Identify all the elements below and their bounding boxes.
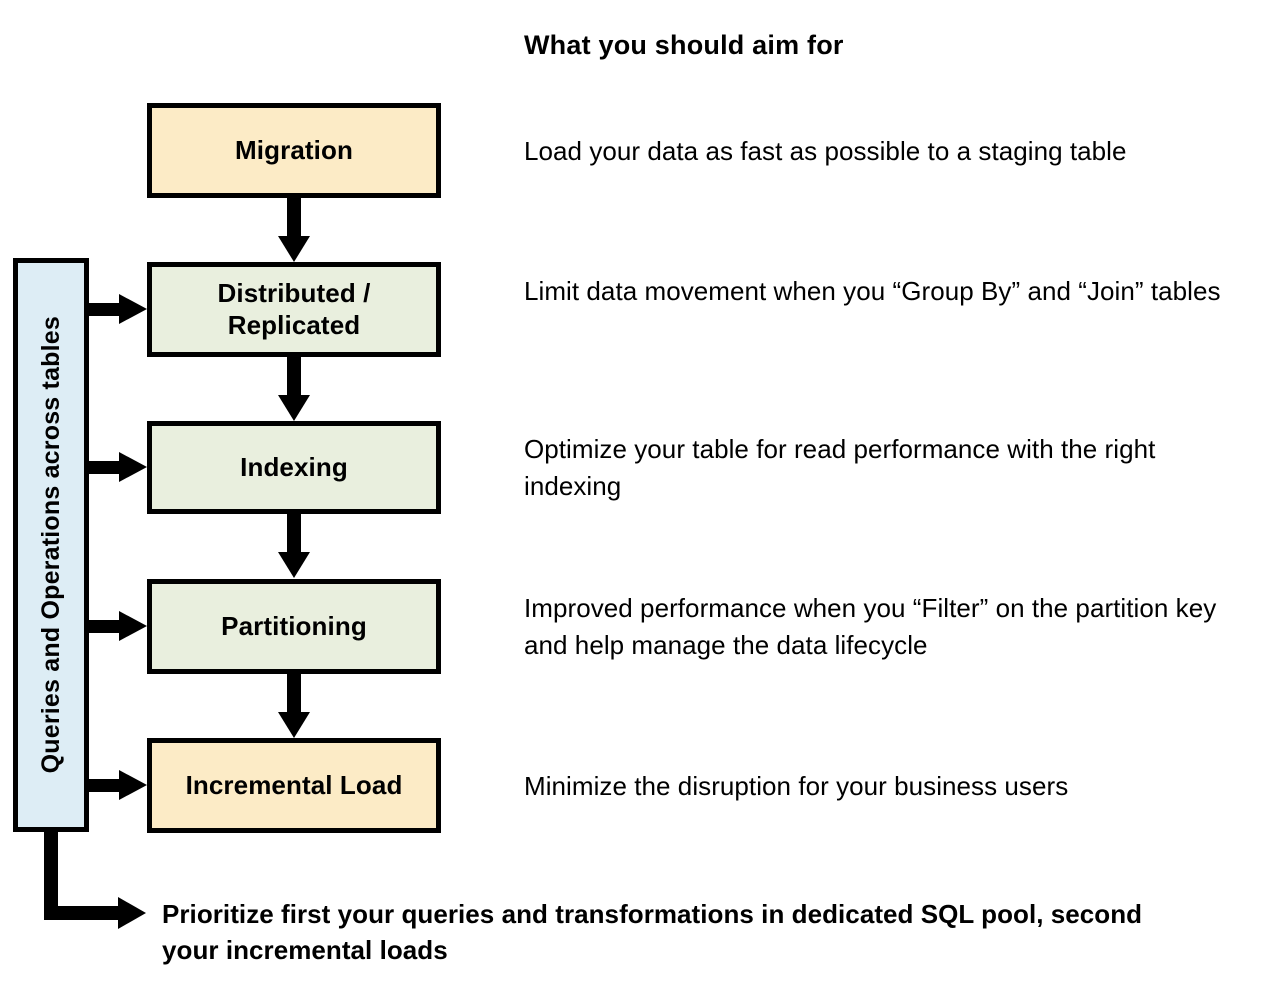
arrow-shaft	[89, 620, 121, 633]
description-indexing: Optimize your table for read performance…	[524, 434, 1156, 501]
arrow-shaft	[287, 674, 301, 712]
stage-box-incremental-load[interactable]: Incremental Load	[147, 738, 441, 833]
arrow-head-right-icon	[119, 770, 147, 800]
arrow-head-right-icon	[119, 611, 147, 641]
arrow-bar-to-partitioning	[89, 611, 147, 642]
queries-and-operations-bar: Queries and Operations across tables	[13, 258, 89, 832]
description-incremental-load: Minimize the disruption for your busines…	[524, 771, 1069, 801]
arrow-indexing-to-partitioning	[278, 514, 310, 579]
elbow-arrow-horizontal-segment	[44, 906, 124, 920]
arrow-head-right-icon	[119, 452, 147, 482]
stage-label-migration: Migration	[235, 134, 353, 165]
arrow-bar-to-indexing	[89, 452, 147, 483]
arrow-migration-to-distributed	[278, 198, 310, 262]
arrow-distributed-to-indexing	[278, 357, 310, 421]
description-distributed-replicated: Limit data movement when you “Group By” …	[524, 276, 1221, 306]
queries-and-operations-label: Queries and Operations across tables	[36, 316, 65, 774]
stage-label-distributed-replicated: Distributed / Replicated	[217, 277, 371, 340]
arrow-shaft	[89, 779, 121, 792]
conclusion-text: Prioritize first your queries and transf…	[162, 899, 1143, 965]
arrow-shaft	[89, 303, 121, 316]
arrow-head-right-icon	[118, 897, 146, 929]
stage-label-indexing: Indexing	[240, 451, 348, 482]
stage-label-incremental-load: Incremental Load	[185, 769, 403, 800]
elbow-arrow-vertical-segment	[44, 828, 58, 920]
arrow-head-down-icon	[278, 236, 310, 262]
page-title: What you should aim for	[524, 30, 844, 60]
arrow-shaft	[287, 357, 301, 395]
arrow-partitioning-to-incremental-load	[278, 674, 310, 738]
stage-box-indexing[interactable]: Indexing	[147, 421, 441, 514]
description-migration: Load your data as fast as possible to a …	[524, 136, 1127, 166]
description-partitioning: Improved performance when you “Filter” o…	[524, 593, 1217, 660]
stage-box-partitioning[interactable]: Partitioning	[147, 579, 441, 674]
stage-label-partitioning: Partitioning	[221, 610, 367, 641]
arrow-bar-to-incremental-load	[89, 770, 147, 801]
arrow-head-right-icon	[119, 294, 147, 324]
arrow-head-down-icon	[278, 552, 310, 578]
stage-box-migration[interactable]: Migration	[147, 103, 441, 198]
arrow-head-down-icon	[278, 712, 310, 738]
arrow-bar-to-distributed	[89, 294, 147, 325]
arrow-shaft	[287, 198, 301, 236]
arrow-shaft	[89, 461, 121, 474]
stage-box-distributed-replicated[interactable]: Distributed / Replicated	[147, 262, 441, 357]
arrow-shaft	[287, 514, 301, 552]
arrow-head-down-icon	[278, 395, 310, 421]
